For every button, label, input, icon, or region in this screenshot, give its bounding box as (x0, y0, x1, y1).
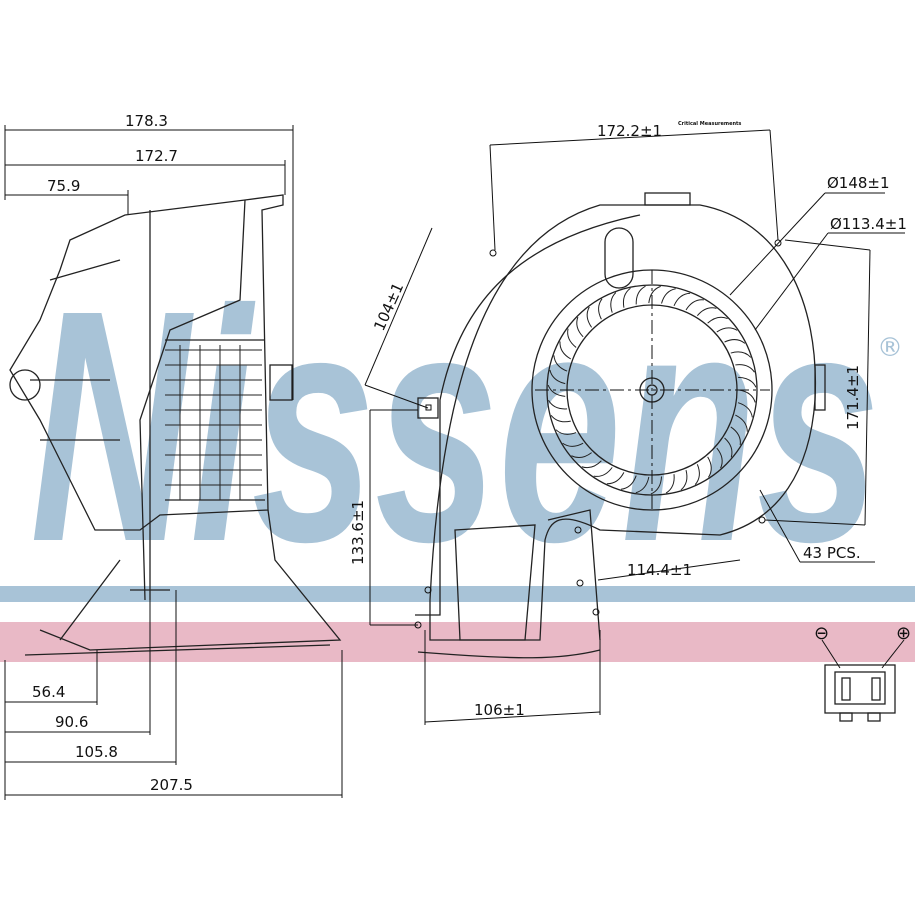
registered-mark: ® (877, 333, 903, 363)
fan-blade (724, 339, 746, 344)
electrical-connector: ⊖ ⊕ (814, 623, 911, 722)
negative-terminal-icon: ⊖ (814, 623, 829, 644)
dim-133-6: 133.6±1 (349, 500, 367, 565)
dim-outer-diameter: Ø148±1 (827, 174, 890, 192)
fan-blade (610, 292, 617, 313)
fan-blade (694, 464, 700, 485)
dim-178-3: 178.3 (125, 112, 168, 130)
dim-172-2: 172.2±1 (597, 122, 662, 140)
fan-blade (593, 467, 613, 477)
fan-blade (673, 292, 691, 307)
fan-blade (707, 456, 712, 478)
fan-blade (707, 316, 728, 324)
fan-blade (716, 327, 738, 333)
fan-blade (548, 400, 568, 410)
fan-blade (550, 414, 571, 423)
fan-blade (735, 364, 755, 373)
fan-blade (665, 474, 675, 494)
fan-blade (735, 414, 748, 432)
critical-note: Critical Measurements (678, 121, 741, 127)
fan-blade (716, 447, 723, 469)
dim-90-6: 90.6 (55, 713, 88, 731)
fan-blade (730, 351, 752, 358)
fan-blade (549, 369, 566, 385)
dim-114-4: 114.4±1 (627, 561, 692, 579)
front-view: 172.2±1 Critical Measurements Ø148±1 Ø11… (349, 121, 907, 725)
fan-blade (648, 285, 661, 304)
nissens-watermark: Nissens (30, 241, 880, 610)
fan-blade (650, 476, 663, 495)
fan-blade (555, 429, 577, 435)
fan-blade (559, 341, 571, 360)
fan-blade (635, 285, 646, 305)
fan-blade (680, 469, 688, 491)
side-view: 178.3 172.7 75.9 56.4 90.6 105.8 207.5 (4, 112, 343, 800)
fan-blade (696, 307, 717, 317)
fan-blade (547, 384, 566, 397)
dim-fan-diameter: Ø113.4±1 (830, 215, 907, 233)
positive-terminal-icon: ⊕ (896, 623, 911, 644)
dim-75-9: 75.9 (47, 177, 80, 195)
fan-blade (622, 287, 631, 308)
fan-blade (724, 437, 733, 458)
pink-band (0, 622, 915, 662)
fan-blade (730, 426, 741, 446)
fan-blade (553, 355, 568, 372)
fan-blade (685, 299, 704, 311)
dim-171-4: 171.4±1 (844, 365, 862, 430)
fan-blade (567, 328, 577, 348)
dim-172-7: 172.7 (135, 147, 178, 165)
fan-blade (586, 306, 593, 328)
fan-blade (598, 298, 603, 320)
fan-blade (562, 442, 584, 447)
fan-blade (738, 376, 757, 388)
fan-blade (635, 476, 650, 494)
dim-56-4: 56.4 (32, 683, 65, 701)
fan-blade (571, 452, 592, 459)
fan-blade (576, 316, 584, 338)
fan-blade (581, 460, 602, 469)
dim-105-8: 105.8 (75, 743, 118, 761)
fan-blade (661, 288, 676, 304)
dim-207-5: 207.5 (150, 776, 193, 794)
blade-count: 43 PCS. (803, 544, 861, 562)
dim-106: 106±1 (474, 701, 525, 719)
fan-blade (620, 475, 637, 490)
fan-blade (606, 472, 625, 485)
fan-blade (737, 402, 753, 418)
